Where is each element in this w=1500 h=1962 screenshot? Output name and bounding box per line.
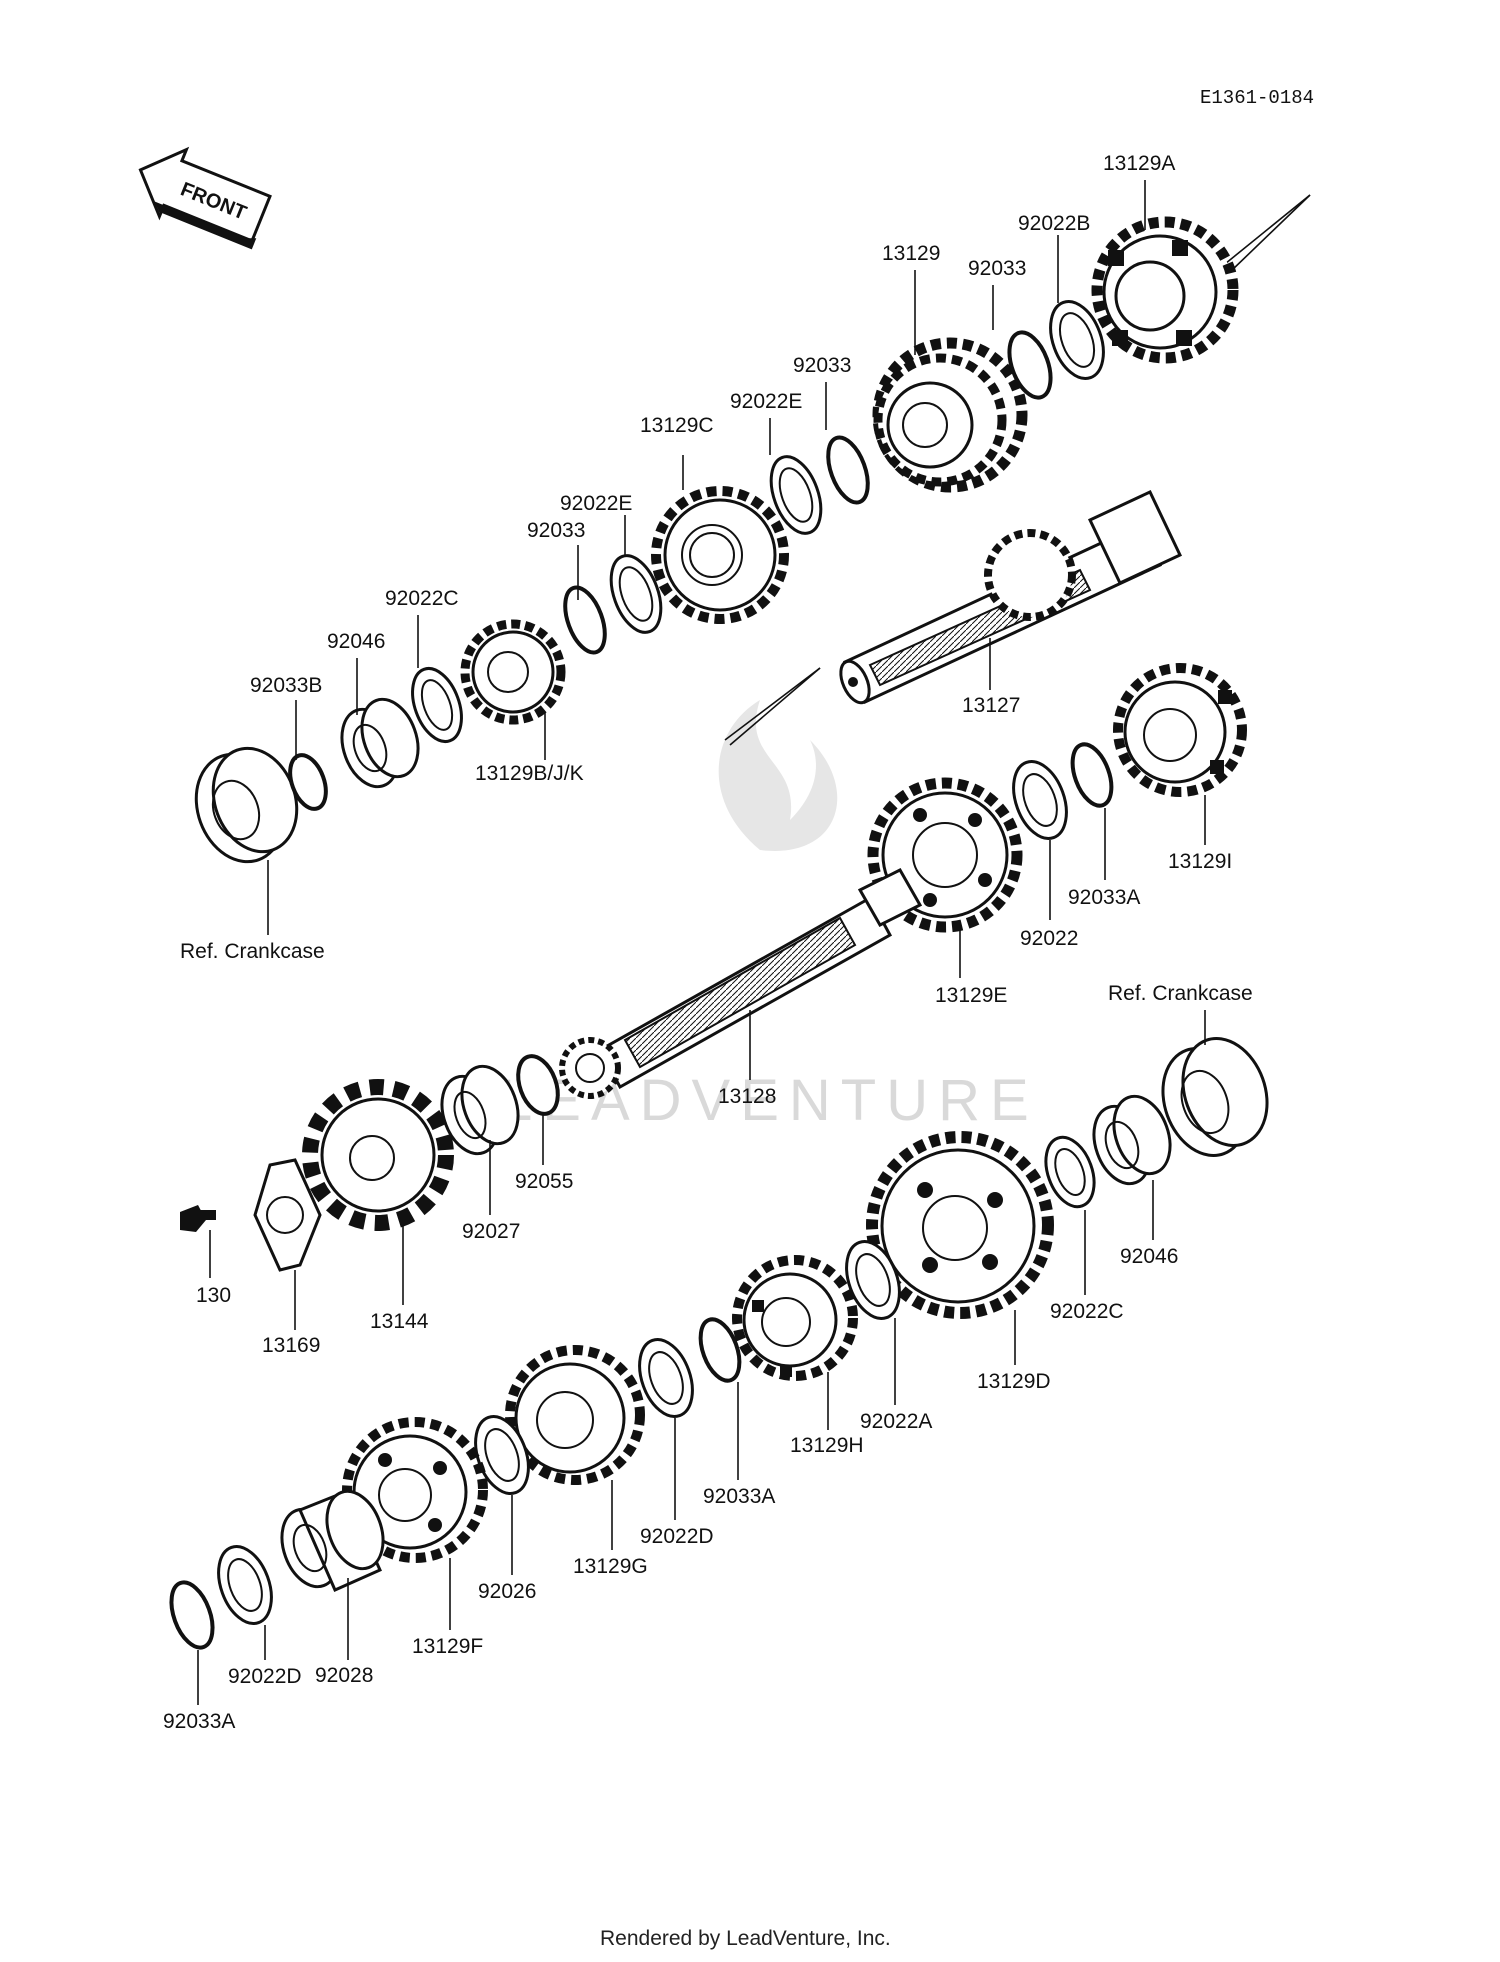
- circlip-92033A-mid: [698, 1317, 742, 1383]
- label-92033-low: 92033: [527, 519, 585, 542]
- label-92033-top: 92033: [968, 257, 1026, 280]
- plate-13169: [253, 1158, 322, 1272]
- gear-13129D: [866, 1131, 1054, 1319]
- gear-13129: [872, 337, 1028, 493]
- label-13144: 13144: [370, 1310, 429, 1333]
- label-13129: 13129: [882, 242, 940, 265]
- washer-92022A: [845, 1240, 901, 1320]
- bushing-92028: [280, 1489, 385, 1592]
- label-92027: 92027: [462, 1220, 520, 1243]
- gear-13129BJK: [460, 619, 566, 725]
- label-92022E-2: 92022E: [560, 492, 632, 515]
- washer-92022E-low: [609, 554, 663, 634]
- label-13129D: 13129D: [977, 1370, 1051, 1393]
- footer-credit: Rendered by LeadVenture, Inc.: [600, 1927, 891, 1950]
- gear-13129H: [732, 1255, 858, 1381]
- washer-92026: [474, 1415, 530, 1495]
- bolt-130: [180, 1205, 216, 1232]
- circlip-92033-top: [1007, 330, 1053, 400]
- diagram-code: E1361-0184: [1200, 87, 1314, 109]
- label-92022B: 92022B: [1018, 212, 1090, 235]
- label-92022D-mid: 92022D: [640, 1525, 714, 1548]
- label-13129H: 13129H: [790, 1434, 864, 1457]
- label-92022A: 92022A: [860, 1410, 932, 1433]
- needle-bearing-92046-bottom: [1092, 1094, 1172, 1186]
- part-labels: 13129A 92022B 13129 92033 92033 92022E 1…: [163, 152, 1253, 1733]
- label-130: 130: [196, 1284, 231, 1307]
- label-92046-top: 92046: [327, 630, 385, 653]
- label-13129C: 13129C: [640, 414, 714, 437]
- label-92033A-low: 92033A: [163, 1710, 235, 1733]
- washer-92022: [1012, 760, 1068, 840]
- label-13129A: 13129A: [1103, 152, 1175, 175]
- shaft-13128: [559, 868, 923, 1099]
- label-13129I: 13129I: [1168, 850, 1232, 873]
- gear-13129G: [505, 1345, 645, 1485]
- label-92026: 92026: [478, 1580, 536, 1603]
- label-13129BJK: 13129B/J/K: [475, 762, 584, 785]
- label-92033B: 92033B: [250, 674, 322, 697]
- washer-92022D-low: [217, 1545, 273, 1625]
- label-13129E: 13129E: [935, 984, 1007, 1007]
- label-13127: 13127: [962, 694, 1020, 717]
- bearing-ref-crankcase-right: [1161, 1037, 1269, 1157]
- label-92022C-top: 92022C: [385, 587, 459, 610]
- circlip-92033-low: [563, 585, 607, 655]
- gear-13129A: [1091, 216, 1239, 364]
- axis-lines-top: [724, 194, 1311, 746]
- sprocket-13144: [302, 1079, 454, 1231]
- label-92033-mid: 92033: [793, 354, 851, 377]
- bearing-ref-crankcase-left: [194, 746, 299, 864]
- label-ref-crankcase-left: Ref. Crankcase: [180, 940, 325, 963]
- washer-92022E-high: [769, 455, 823, 535]
- front-arrow-badge: FRONT: [138, 146, 272, 250]
- shaft-13127: [839, 490, 1183, 705]
- needle-bearing-92046-top: [340, 697, 420, 789]
- collar-92027: [440, 1064, 520, 1156]
- label-ref-crankcase-right: Ref. Crankcase: [1108, 982, 1253, 1005]
- label-92033A-right: 92033A: [1068, 886, 1140, 909]
- label-92022C-bottom: 92022C: [1050, 1300, 1124, 1323]
- label-92028: 92028: [315, 1664, 373, 1687]
- leader-lines: [197, 180, 1206, 1705]
- circlip-92033-mid: [826, 435, 870, 505]
- label-13129G: 13129G: [573, 1555, 648, 1578]
- label-13169: 13169: [262, 1334, 320, 1357]
- washer-92022B: [1049, 300, 1105, 380]
- washer-92022C-bottom: [1044, 1135, 1096, 1209]
- circlip-92033A-low: [169, 1580, 215, 1650]
- gear-13129I: [1113, 663, 1247, 797]
- oring-92055: [516, 1054, 560, 1116]
- label-92022: 92022: [1020, 927, 1078, 950]
- circlip-92033B: [288, 753, 328, 811]
- gear-13129C: [651, 486, 789, 624]
- label-13129F: 13129F: [412, 1635, 483, 1658]
- label-92046-bottom: 92046: [1120, 1245, 1178, 1268]
- label-92022E-1: 92022E: [730, 390, 802, 413]
- label-92022D-low: 92022D: [228, 1665, 302, 1688]
- circlip-92033A-right: [1070, 742, 1114, 808]
- label-13128: 13128: [718, 1085, 776, 1108]
- washer-92022D-mid: [638, 1338, 694, 1418]
- label-92033A-mid: 92033A: [703, 1485, 775, 1508]
- washer-92022C-top: [411, 667, 463, 743]
- watermark: LEADVENTURE: [500, 700, 1029, 1133]
- label-92055: 92055: [515, 1170, 573, 1193]
